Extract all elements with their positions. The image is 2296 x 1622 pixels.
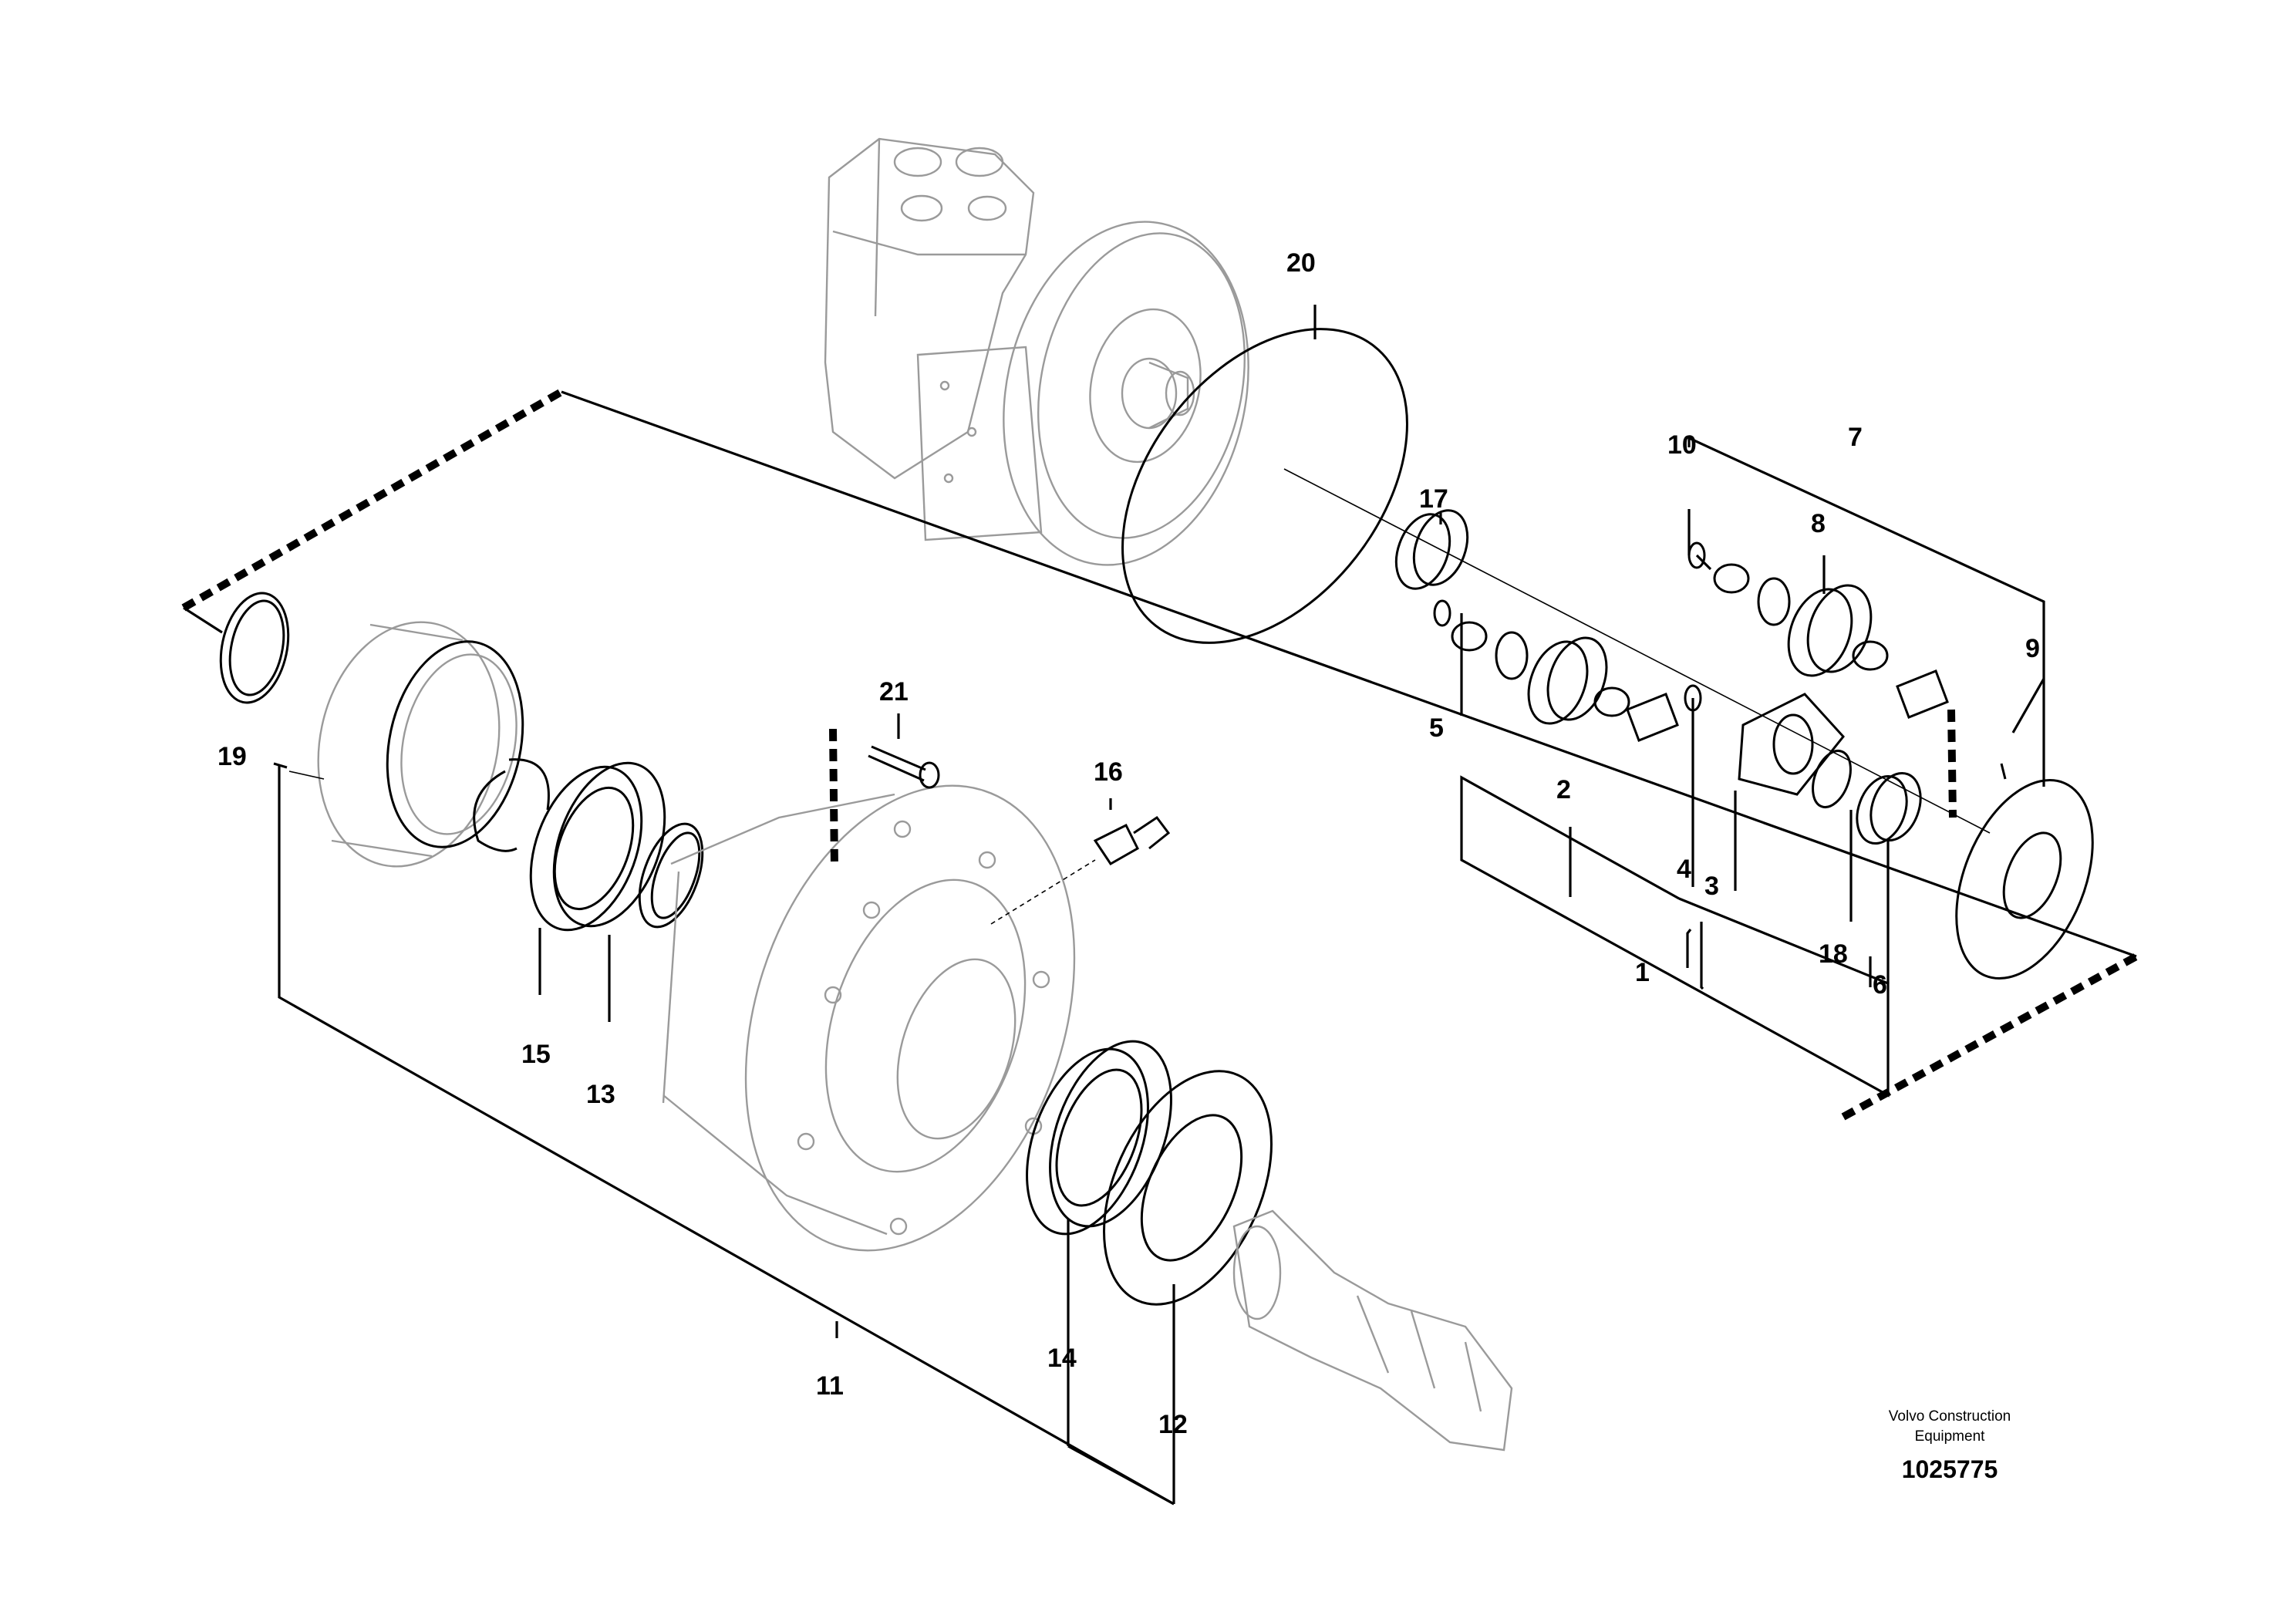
ring-13-drawing <box>638 822 704 929</box>
callout-1: 1 <box>1635 958 1650 987</box>
callout-2: 2 <box>1556 775 1571 804</box>
gear-8-drawing <box>1713 563 1873 677</box>
document-number: 1025775 <box>1902 1455 1998 1483</box>
seal-12-inner <box>1140 1114 1243 1262</box>
thrust-half-ring-drawing <box>473 770 518 852</box>
leader-lines <box>183 305 2137 1506</box>
gear-17-drawing <box>1394 509 1469 590</box>
callout-18: 18 <box>1819 939 1848 969</box>
callout-7: 7 <box>1848 423 1863 452</box>
plug-16-drawing <box>1093 815 1171 865</box>
seal-12-drawing <box>1103 1070 1273 1306</box>
hydraulic-motor-drawing <box>824 137 1249 566</box>
ring-gear-drawing <box>317 621 524 868</box>
gear-6-drawing <box>1856 771 1922 845</box>
sub-assembly-bracket-ring <box>829 728 838 868</box>
assembly-bracket-left <box>181 388 564 612</box>
callout-4: 4 <box>1677 855 1691 884</box>
thrust-half-ring-2-drawing <box>508 758 550 811</box>
carrier-plate-drawing <box>1955 778 2094 980</box>
axis-line-pin <box>288 771 325 780</box>
brand-line-1: Volvo Construction <box>1889 1408 2011 1425</box>
bearing-15-drawing <box>529 761 666 932</box>
ring-18-drawing <box>1812 750 1852 808</box>
sub-assembly-bracket-planet <box>1947 709 1957 818</box>
hub-housing-drawing <box>662 784 1076 1252</box>
callout-3: 3 <box>1704 872 1719 901</box>
gear-2-drawing <box>1451 621 1608 725</box>
callout-11: 11 <box>816 1371 844 1401</box>
o-ring-20-drawing <box>1121 328 1408 644</box>
callout-12: 12 <box>1158 1410 1188 1439</box>
pin-9-drawing <box>2000 763 2007 780</box>
pins-drawing <box>1593 640 1949 742</box>
callout-15: 15 <box>521 1040 551 1069</box>
footer: Volvo Construction Equipment 1025775 <box>1889 1408 2011 1483</box>
brand-line-2: Equipment <box>1915 1428 1986 1445</box>
snap-ring-19-drawing <box>219 592 290 704</box>
output-shaft-drawing <box>1232 1209 1513 1452</box>
bearing-14-drawing <box>1026 1040 1172 1236</box>
ring-13-inner <box>650 831 701 919</box>
callout-19: 19 <box>217 742 247 771</box>
callout-16: 16 <box>1094 757 1123 787</box>
axis-line-plug <box>990 859 1096 925</box>
callout-21: 21 <box>879 677 909 706</box>
carrier-3-drawing <box>1738 693 1845 796</box>
callout-8: 8 <box>1811 509 1826 538</box>
snap-ring-19-inner <box>228 599 285 696</box>
callout-10: 10 <box>1667 430 1697 460</box>
callout-9: 9 <box>2025 634 2040 663</box>
callout-14: 14 <box>1047 1344 1077 1373</box>
callout-labels: 1 2 3 4 5 6 7 8 9 10 11 12 13 14 15 16 1… <box>217 248 2040 1439</box>
axis-line-motor <box>1283 468 1991 834</box>
callout-13: 13 <box>586 1080 615 1109</box>
bolt-21-drawing <box>868 745 940 789</box>
callout-20: 20 <box>1286 248 1316 278</box>
callout-5: 5 <box>1429 713 1444 743</box>
callout-6: 6 <box>1873 970 1887 1000</box>
assembly-bracket-right <box>1841 953 2139 1121</box>
callout-17: 17 <box>1419 484 1448 514</box>
